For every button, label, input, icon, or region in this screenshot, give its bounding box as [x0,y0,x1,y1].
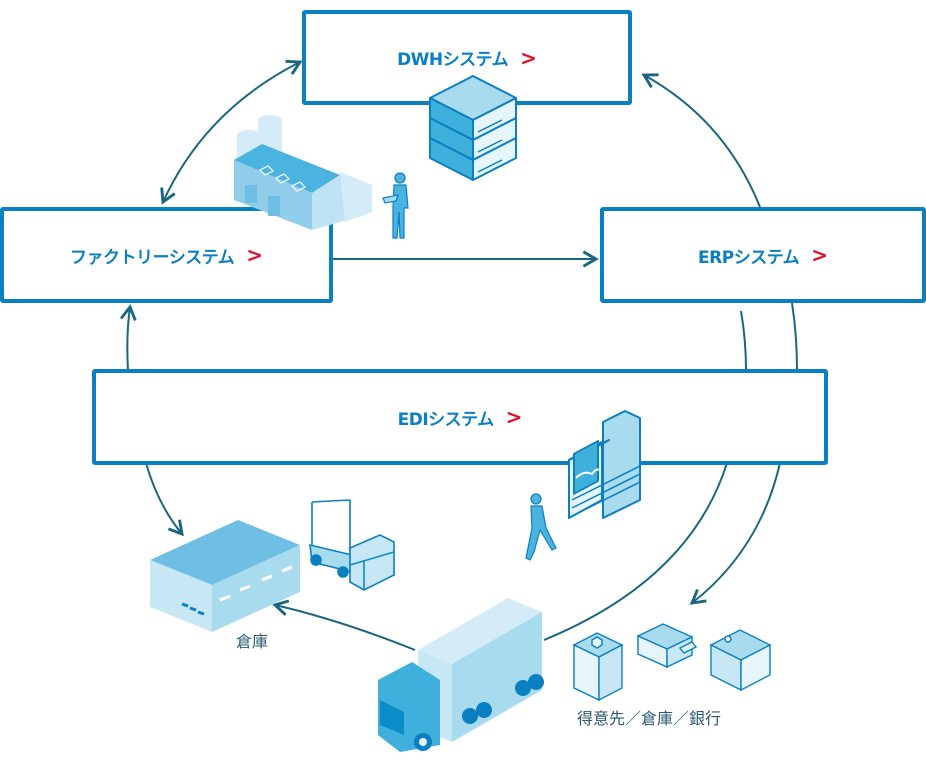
erp-system-label: ERPシステム [698,247,800,268]
dwh-system-label: DWHシステム [397,50,509,70]
arrow-edi-factory [119,304,137,372]
edi-system-box[interactable]: EDIシステム > [92,369,828,465]
arrow-truck-warehouse [272,599,416,651]
factory-system-label: ファクトリーシステム [70,247,235,268]
chevron-right-icon: > [246,243,263,267]
arrow-edi-partners [689,462,781,605]
dwh-system-box[interactable]: DWHシステム > [302,10,632,105]
chevron-right-icon: > [811,243,828,267]
chevron-right-icon: > [505,405,523,429]
partners-caption: 得意先／倉庫／銀行 [577,709,722,728]
chevron-right-icon: > [520,45,537,70]
arrow-dwh-factory [160,59,303,205]
line-erp-edi-inner [740,310,747,371]
line-erp-edi-outer [791,302,798,371]
arrow-edi-warehouse [145,462,184,537]
factory-system-box[interactable]: ファクトリーシステム > [0,207,333,303]
erp-system-box[interactable]: ERPシステム > [600,207,926,303]
warehouse-caption: 倉庫 [236,632,269,651]
line-edi-truck [543,462,728,641]
arrow-erp-dwh [641,73,761,208]
edi-system-label: EDIシステム [397,409,495,430]
